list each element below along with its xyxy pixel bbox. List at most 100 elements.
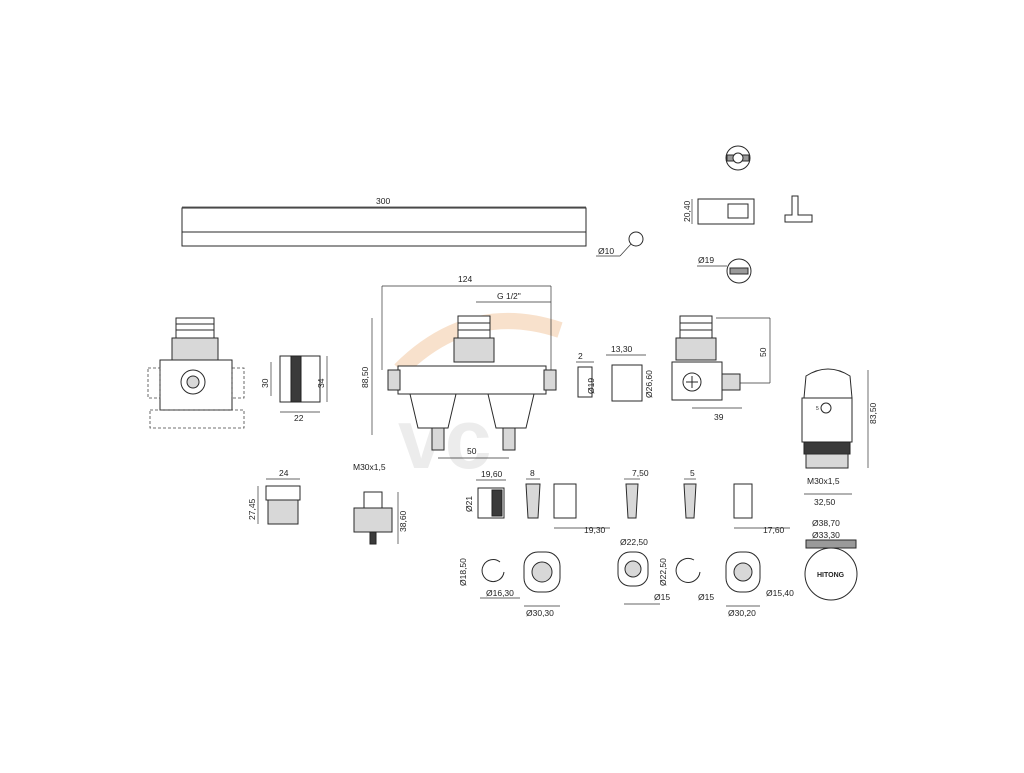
- handle-side-cap: [727, 203, 749, 219]
- clip-diameter-label: Ø18,50: [458, 558, 468, 586]
- rosette2-inner-label: Ø15: [654, 592, 670, 602]
- wedge-shape: [525, 483, 541, 519]
- sleeve-diameter-label: Ø21: [464, 496, 474, 512]
- angle-valve-left: [147, 317, 245, 429]
- rosette3-inner-label: Ø15,40: [766, 588, 794, 598]
- valve-height-label: 50: [758, 347, 768, 357]
- nut-inner-label: 30: [260, 378, 270, 388]
- bracket-shape: [784, 195, 813, 223]
- block-body: [553, 483, 577, 519]
- valve-left-dash-left: [147, 367, 161, 399]
- thermostatic-head: 5 83,50 M30x1,5 32,50: [801, 368, 878, 507]
- valve-right-thread: [679, 315, 713, 339]
- rosette3-diameter-label: Ø30,20: [728, 608, 756, 618]
- head-height-label: 20,40: [682, 200, 692, 222]
- block-part: 19,30: [553, 483, 610, 535]
- body-height-label: 88,50: [360, 366, 370, 388]
- twin-valve-center: 124 G 1/2" 88,50 50: [360, 274, 557, 459]
- rosette-part: Ø30,30: [523, 551, 561, 618]
- nut-length-label: 22: [294, 413, 304, 423]
- valve-width-label: 39: [714, 412, 724, 422]
- head-cap-circle: [804, 547, 858, 601]
- axis-spacing-label: 50: [467, 446, 477, 456]
- twin-top-thread: [457, 315, 491, 339]
- nut-part: 30 34 22: [260, 355, 328, 423]
- insert-body: [267, 499, 299, 525]
- clip2-shape: [675, 557, 701, 583]
- handle-top-part: [725, 145, 751, 171]
- valve-left-port-inner: [186, 375, 200, 389]
- cap-body: [611, 364, 643, 402]
- valve-left-dash-bottom: [149, 409, 245, 429]
- head-height-label: 83,50: [868, 402, 878, 424]
- twin-right-leg: [487, 393, 535, 429]
- rosette3-part: Ø30,20 Ø15,40: [725, 551, 794, 618]
- wedge-width-label: 8: [530, 468, 535, 478]
- twin-right-end: [543, 369, 557, 391]
- rail-part: 300: [181, 196, 587, 247]
- cover-slot: [729, 267, 749, 275]
- cartridge-part: M30x1,5 38,60: [353, 462, 408, 545]
- insert-top: [265, 485, 301, 501]
- head-dial: [820, 402, 832, 414]
- body-width-label: 124: [458, 274, 472, 284]
- rosette3-inner: [733, 562, 753, 582]
- block2-part: 17,60: [733, 483, 790, 535]
- valve-right-cross: [686, 376, 698, 388]
- rosette2-part: Ø22,50 Ø15: [617, 537, 670, 605]
- nut-band: [290, 355, 302, 403]
- head-width-label: 32,50: [814, 497, 836, 507]
- twin-left-stem: [431, 427, 445, 451]
- clip-inner-label: Ø16,30: [486, 588, 514, 598]
- cap-small-diameter-label: Ø10: [598, 246, 614, 256]
- handle-top-center: [732, 152, 744, 164]
- rail-length-label: 300: [376, 196, 390, 206]
- clip-shape: [481, 559, 505, 583]
- insert-part: 24 27,45: [247, 468, 301, 525]
- valve-left-dash-right: [231, 367, 245, 399]
- wedge2-width-label: 7,50: [632, 468, 649, 478]
- twin-left-end: [387, 369, 401, 391]
- rosette2-outer-label: Ø22,50: [620, 537, 648, 547]
- cartridge-pin: [369, 531, 377, 545]
- head-ring: [803, 441, 851, 455]
- twin-left-leg: [409, 393, 457, 429]
- clip2-part: Ø22,50 Ø15: [658, 558, 714, 602]
- ring-width-label: 2: [578, 351, 583, 361]
- sleeve-band: [491, 489, 503, 517]
- wedge-height-label: 19,30: [584, 525, 606, 535]
- cap-width-label: 13,30: [611, 344, 633, 354]
- ring-part: 2 Ø19: [576, 351, 596, 398]
- nut-outer-label: 34: [316, 378, 326, 388]
- head-brand-label: HITONG: [817, 572, 845, 579]
- cartridge-thread-label: M30x1,5: [353, 462, 386, 472]
- cap-small-part: Ø10: [596, 231, 644, 257]
- valve-left-nut: [171, 337, 219, 361]
- block2-body: [733, 483, 753, 519]
- twin-horizontal-body: [397, 365, 547, 395]
- wedge3-width-label: 5: [690, 468, 695, 478]
- sleeve-width-label: 19,60: [481, 469, 503, 479]
- head-cap-top: [805, 539, 857, 549]
- clip-part: Ø18,50 Ø16,30: [458, 558, 520, 599]
- head-cap-part: Ø38,70 Ø33,30 HITONG: [804, 518, 858, 601]
- head-top: [803, 368, 853, 399]
- block2-height-label: 17,60: [763, 525, 785, 535]
- cap-small-circle: [628, 231, 644, 247]
- cap-diameter-label: Ø26,60: [644, 370, 654, 398]
- cartridge-body: [353, 507, 393, 533]
- rosette-inner: [531, 561, 553, 583]
- rosette-diameter-label: Ø30,30: [526, 608, 554, 618]
- wedge2-part: 7,50: [624, 468, 649, 519]
- twin-right-stem: [502, 427, 516, 451]
- cap-outer-diameter-label: Ø38,70: [812, 518, 840, 528]
- valve-left-thread: [175, 317, 215, 339]
- sleeve-part: 19,60 Ø21: [464, 469, 506, 519]
- valve-right-outlet: [721, 373, 741, 391]
- angle-valve-right: 50 39: [671, 315, 771, 422]
- head-dial-number: 5: [816, 406, 819, 412]
- bracket-part: [784, 195, 813, 223]
- ring-body: [577, 366, 593, 398]
